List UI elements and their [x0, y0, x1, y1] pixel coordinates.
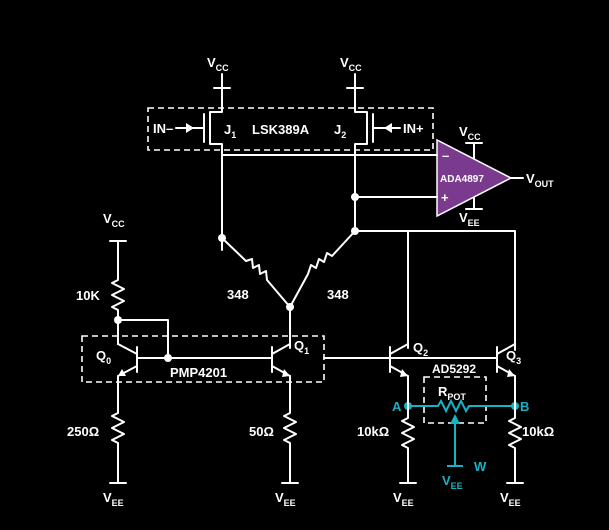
resistor-250	[111, 375, 125, 484]
wiper-arrow	[450, 414, 460, 424]
opamp-vee-label: VEE	[459, 210, 480, 228]
j2-drain-source-wire	[354, 87, 368, 233]
r10k-left-label: 10kΩ	[357, 424, 389, 439]
q2-emitter-arrow	[400, 369, 408, 377]
ad5292-label: AD5292	[432, 362, 476, 376]
r348-left-label: 348	[227, 287, 249, 302]
j2-to-q2-collector	[354, 230, 409, 349]
q0-base-collector-tie	[117, 319, 169, 361]
pmp4201-label: PMP4201	[170, 365, 227, 380]
ad5292-package-box	[423, 376, 487, 424]
j1-label: J1	[224, 122, 236, 140]
source-resistors: 348 348	[218, 193, 516, 351]
rpot-label: RPOT	[438, 384, 466, 402]
resistor-10k-right	[508, 405, 522, 484]
terminal-b-label: B	[520, 399, 529, 414]
r10k-right-label: 10kΩ	[522, 424, 554, 439]
j1-drain-source-wire	[209, 87, 223, 251]
vee-label-q0: VEE	[103, 490, 124, 508]
j1-gate-arrow	[186, 123, 194, 133]
in-minus-label: IN–	[153, 121, 173, 136]
rpot-resistor	[408, 398, 515, 414]
resistor-50	[283, 375, 297, 484]
resistor-348-left	[221, 237, 291, 308]
q2-label: Q2	[413, 340, 428, 358]
opamp-minus-sign: –	[442, 148, 449, 163]
q1-label: Q1	[294, 338, 309, 356]
q3-label: Q3	[506, 348, 521, 366]
vcc-label-j1: VCC	[207, 55, 229, 73]
q3-emitter-arrow	[507, 369, 515, 377]
vcc-label-j2: VCC	[340, 55, 362, 73]
resistor-10k-left	[401, 405, 415, 484]
wiper-vee-label: VEE	[442, 473, 463, 491]
jfet-pair-lsk389a: VCC IN– J1 VCC IN+ J2 LSK389A	[147, 55, 434, 251]
q0-emitter-arrow	[118, 369, 126, 376]
vout-label: VOUT	[526, 171, 554, 189]
ada4897-label: ADA4897	[440, 174, 484, 185]
resistor-348-right	[289, 230, 356, 308]
opamp-vcc-label: VCC	[459, 124, 481, 142]
vee-label-q2: VEE	[393, 490, 414, 508]
output-mirror: Q2 Q3 AD5292 RPOT A B W VEE 10kΩ VEE 10k…	[323, 339, 554, 508]
r50-label: 50Ω	[249, 424, 274, 439]
junction-feedback	[351, 193, 359, 201]
q1-emitter-arrow	[282, 369, 290, 377]
vcc-label-left: VCC	[103, 211, 125, 229]
lsk389a-label: LSK389A	[252, 122, 310, 137]
j2-gate-arrow	[384, 123, 392, 133]
opamp-ada4897: ADA4897 – + VOUT VCC VEE	[221, 124, 554, 228]
wiper-w-label: W	[474, 459, 487, 474]
vee-label-q1: VEE	[275, 490, 296, 508]
j2-label: J2	[334, 122, 346, 140]
in-plus-label: IN+	[403, 121, 424, 136]
j2-to-q3-collector	[354, 228, 516, 351]
opamp-plus-sign: +	[441, 190, 449, 205]
r10k-label: 10K	[76, 288, 100, 303]
vee-label-q3: VEE	[500, 490, 521, 508]
r348-right-label: 348	[327, 287, 349, 302]
current-mirror-pmp4201: VCC 10K Q0 Q1 PMP4201 250Ω VEE 50Ω VEE	[67, 211, 325, 508]
q0-label: Q0	[96, 348, 111, 366]
lsk389a-package-box	[147, 107, 434, 151]
r250-label: 250Ω	[67, 424, 99, 439]
resistor-10k	[111, 240, 125, 341]
terminal-a-label: A	[392, 399, 402, 414]
